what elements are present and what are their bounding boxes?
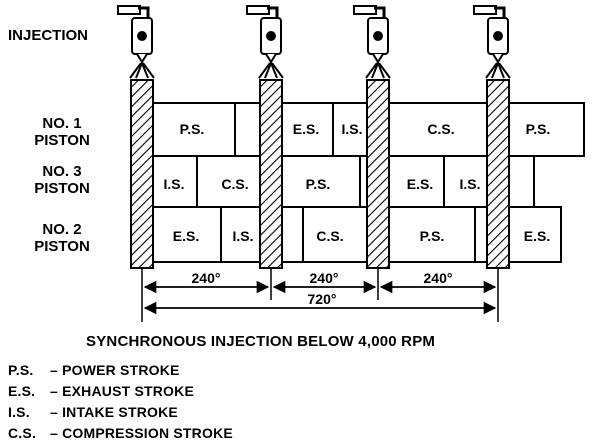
angle-label-720: 720° xyxy=(308,291,337,307)
cell-row1-exhaust-stroke: E.S. xyxy=(293,121,319,137)
cell-row2-exhaust-stroke-2: E.S. xyxy=(524,228,550,244)
cell-row2-power-stroke: P.S. xyxy=(420,228,445,244)
cell-row3-intake-stroke-1: I.S. xyxy=(163,176,184,192)
diagram-caption: SYNCHRONOUS INJECTION BELOW 4,000 RPM xyxy=(86,333,435,350)
row-label-no1: NO. 1 xyxy=(42,115,81,132)
row-label-no3: NO. 3 xyxy=(42,163,81,180)
dimension-extension-lines xyxy=(141,268,499,322)
legend-abbr-is: I.S. xyxy=(8,404,30,420)
legend-text-cs: – COMPRESSION STROKE xyxy=(50,425,233,441)
fuel-injector-icon xyxy=(117,5,155,79)
cell-row1-compression-stroke: C.S. xyxy=(427,121,454,137)
cell-row3-exhaust-stroke: E.S. xyxy=(407,176,433,192)
row-label-no3-piston: PISTON xyxy=(34,180,90,197)
injection-pulse-bar-3 xyxy=(366,79,390,269)
row-label-no2: NO. 2 xyxy=(42,221,81,238)
angle-label-240-second: 240° xyxy=(310,270,339,286)
angle-dimension-arrows xyxy=(143,280,497,315)
cell-row3-power-stroke: P.S. xyxy=(306,176,331,192)
cell-row2-exhaust-stroke-1: E.S. xyxy=(173,228,199,244)
legend-text-ps: – POWER STROKE xyxy=(50,362,180,378)
cell-row1-intake-stroke: I.S. xyxy=(341,121,362,137)
fuel-injector-icon xyxy=(473,5,511,79)
row-label-no1-piston: PISTON xyxy=(34,132,90,149)
legend-text-is: – INTAKE STROKE xyxy=(50,404,178,420)
row-label-no2-piston: PISTON xyxy=(34,238,90,255)
injection-label: INJECTION xyxy=(8,27,88,44)
cell-row2-compression-stroke: C.S. xyxy=(316,228,343,244)
cell-row1-power-stroke-2: P.S. xyxy=(526,121,551,137)
angle-label-240-third: 240° xyxy=(424,270,453,286)
cell-row3-compression-stroke: C.S. xyxy=(221,176,248,192)
fuel-injector-icon xyxy=(353,5,391,79)
injection-pulse-bar-1 xyxy=(130,79,154,269)
legend-abbr-es: E.S. xyxy=(8,383,35,399)
legend-abbr-cs: C.S. xyxy=(8,425,36,441)
legend-abbr-ps: P.S. xyxy=(8,362,33,378)
legend: P.S. – POWER STROKE E.S. – EXHAUST STROK… xyxy=(8,362,233,441)
legend-text-es: – EXHAUST STROKE xyxy=(50,383,194,399)
fuel-injector-icon xyxy=(246,5,284,79)
cell-row2-intake-stroke: I.S. xyxy=(232,228,253,244)
cell-row1-power-stroke-1: P.S. xyxy=(180,121,205,137)
angle-label-240-first: 240° xyxy=(192,270,221,286)
cell-row3-intake-stroke-2: I.S. xyxy=(459,176,480,192)
injection-pulse-bar-2 xyxy=(259,79,283,269)
injection-pulse-bar-4 xyxy=(486,79,510,269)
